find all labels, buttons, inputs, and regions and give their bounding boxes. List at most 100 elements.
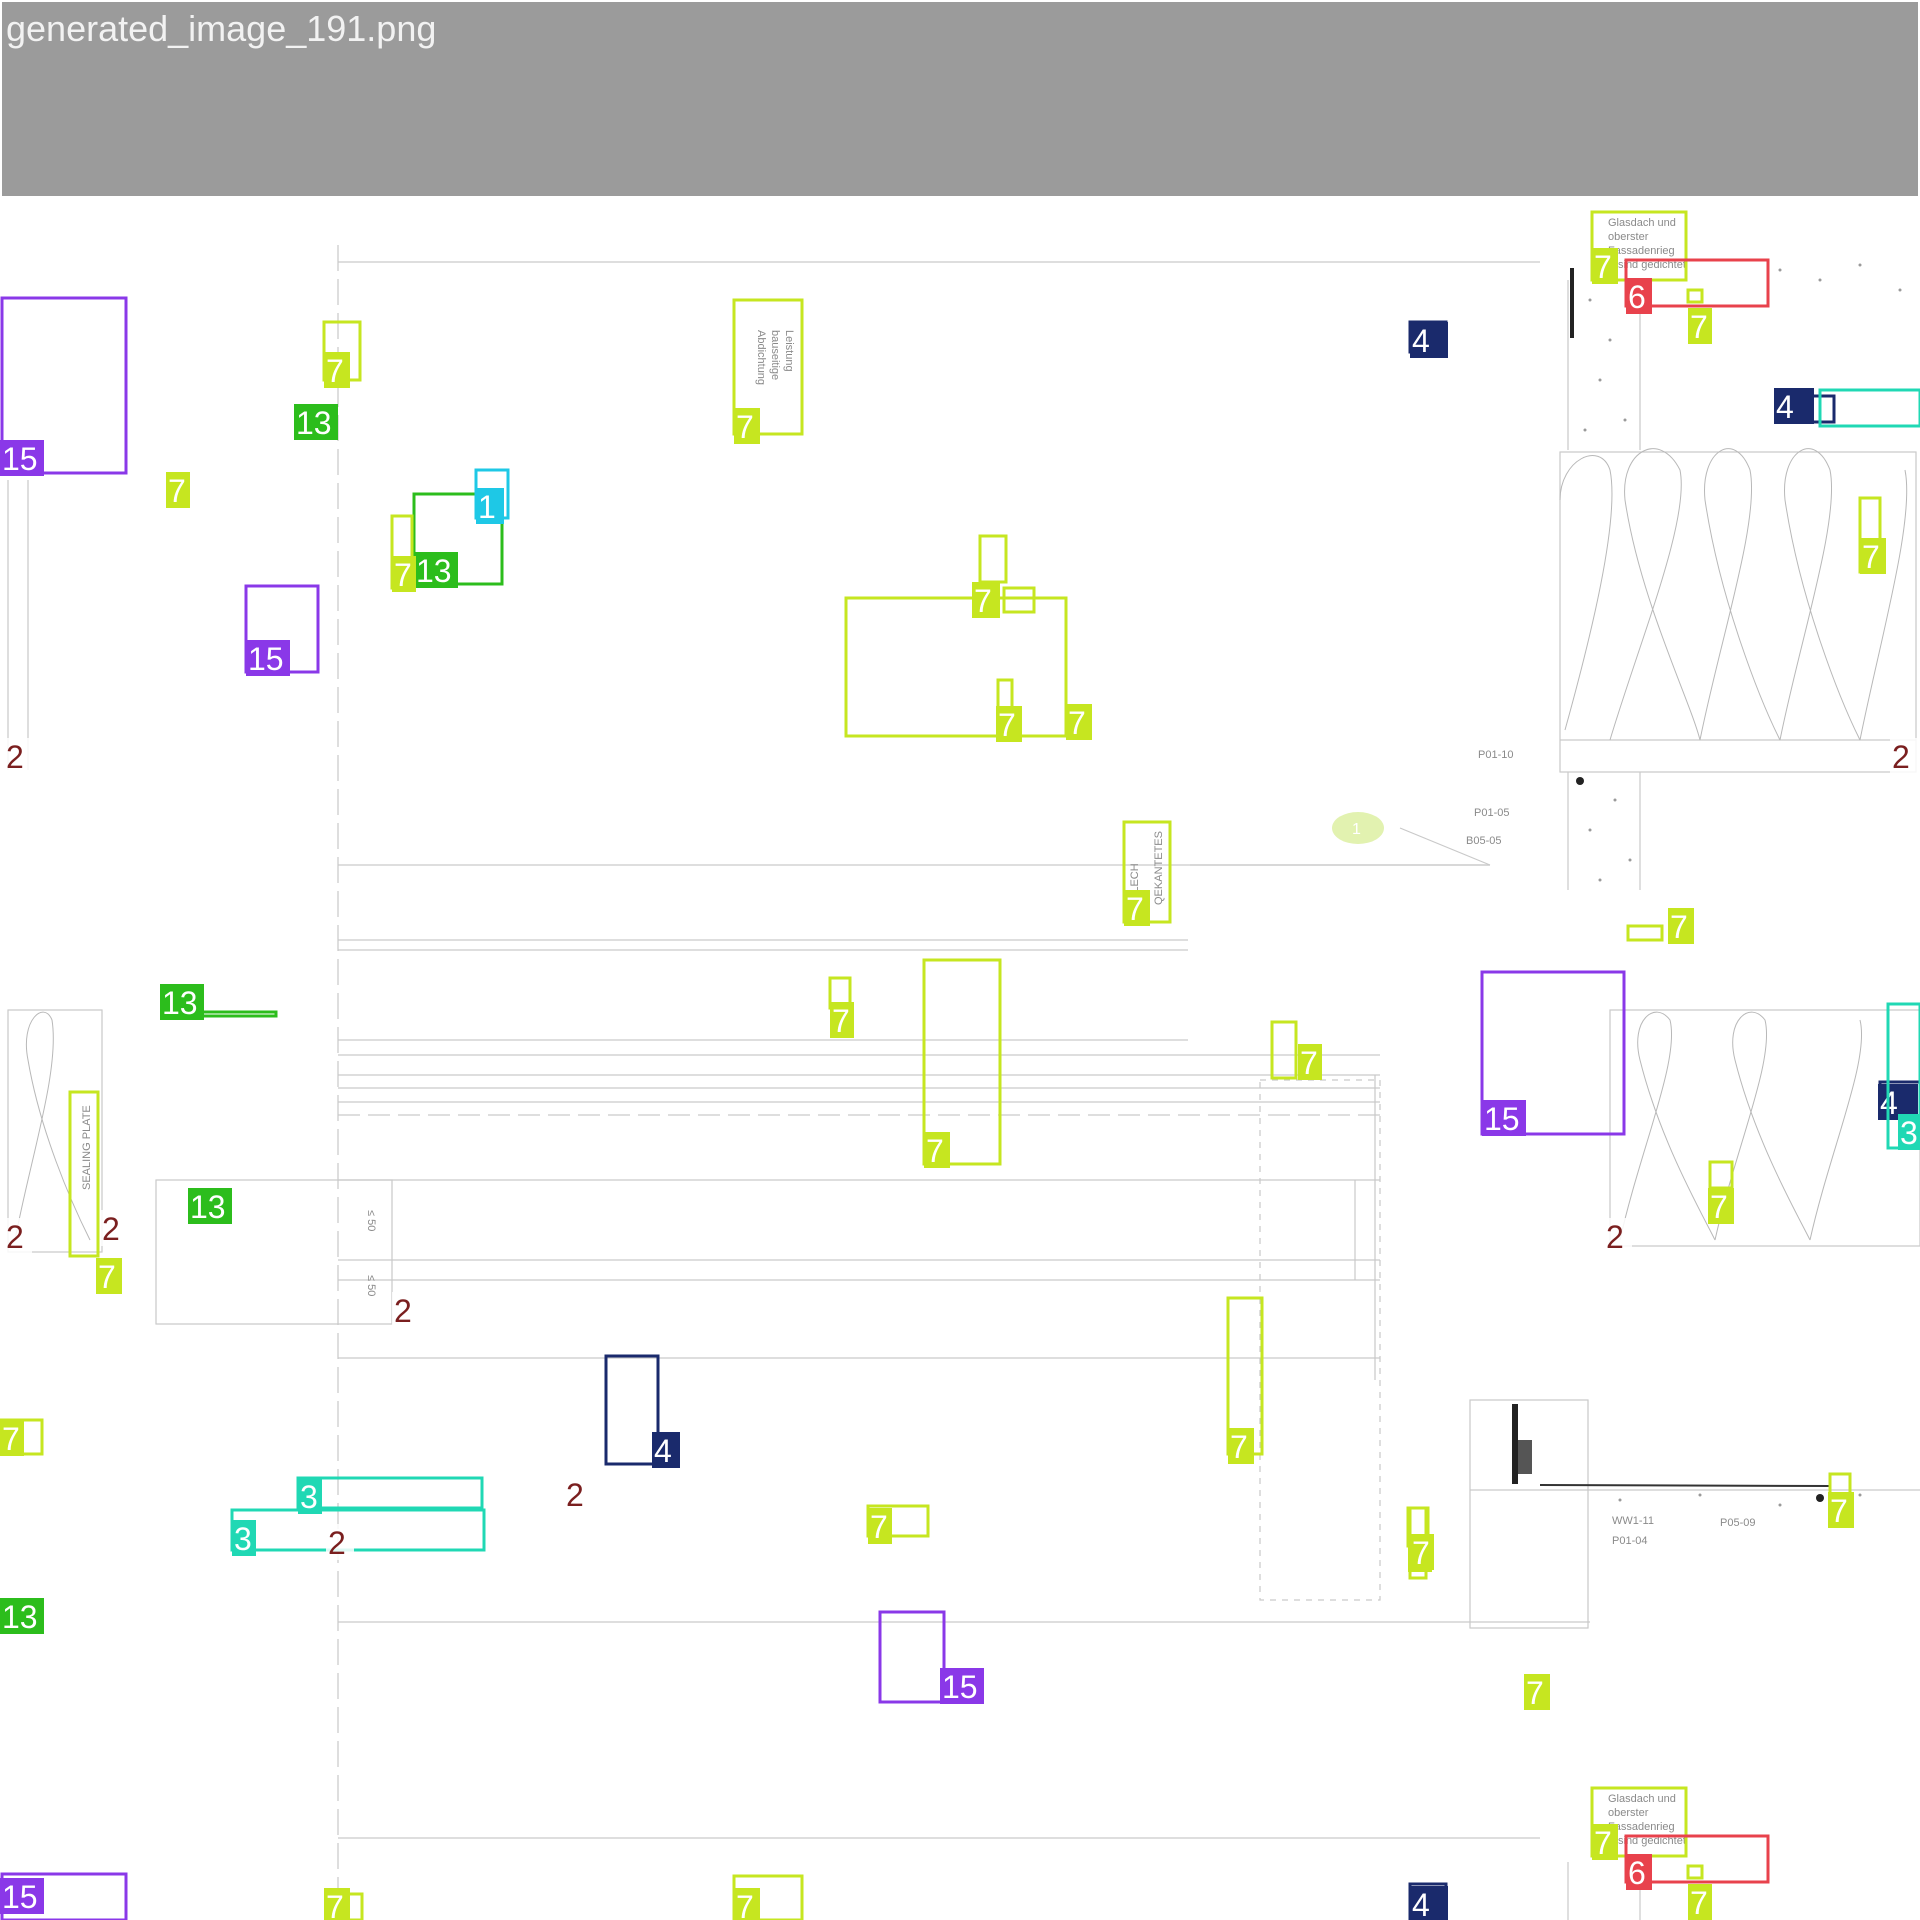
annotation-tag-background: [0, 1598, 44, 1634]
annotation-tag-background: [564, 1476, 592, 1512]
annotation-tag-label: 7: [926, 1133, 944, 1169]
annotation-box: [1270, 1020, 1298, 1080]
annotation-tag-background: [246, 640, 290, 676]
annotation-7-25: 7: [922, 958, 1002, 1169]
annotation-tag-label: 2: [566, 1477, 584, 1513]
annotation-tag-background: [1524, 1674, 1550, 1710]
annotation-box: [0, 296, 128, 475]
annotation-2-56: 2: [564, 1476, 592, 1513]
annotation-box: [230, 1508, 486, 1552]
annotation-tag-background: [298, 1478, 322, 1514]
detail-bubble-label: 1: [1352, 821, 1361, 838]
glass-roof-note-line-1: Glasdach und: [1608, 217, 1676, 229]
annotation-tag-label: 7: [1670, 909, 1688, 945]
dimension-lower: ≤ 50: [365, 1275, 377, 1296]
annotation-tag-background: [0, 1420, 24, 1456]
annotation-box: [1002, 586, 1036, 614]
annotation-tag-background: [96, 1258, 122, 1294]
annotation-tag-background: [1228, 1428, 1254, 1464]
annotation-tag-label: 7: [974, 583, 992, 619]
ref-b05-05: B05-05: [1466, 835, 1501, 847]
annotation-15-3: 15: [1480, 970, 1626, 1137]
annotation-tag-label: 7: [1710, 1189, 1728, 1225]
annotation-tag-label: 13: [162, 985, 198, 1021]
glass-roof-note-line-3: Fassadenrieg: [1608, 245, 1675, 257]
annotation-7-17: 7: [996, 678, 1022, 743]
file-name-label: generated_image_191.png: [6, 8, 437, 49]
annotation-box: [296, 1476, 484, 1510]
annotation-tag-label: 7: [1690, 1885, 1708, 1920]
detail-bubble: 1: [1332, 812, 1384, 844]
annotation-tag-label: 7: [1300, 1045, 1318, 1081]
annotation-box: [844, 596, 1068, 738]
annotation-tag-background: [1592, 1824, 1618, 1860]
annotation-box: [1686, 288, 1704, 304]
annotation-tag-background: [1860, 538, 1886, 574]
annotation-tag-background: [1482, 1100, 1526, 1136]
annotation-tag-background: [1410, 322, 1448, 358]
annotation-15-2: 15: [878, 1610, 984, 1705]
annotation-box: [198, 1010, 278, 1018]
annotation-2-57: 2: [326, 1524, 354, 1561]
ref-p01-05: P01-05: [1474, 807, 1509, 819]
annotation-13-8: 13: [188, 1188, 232, 1225]
annotation-1-10: 1: [474, 468, 510, 525]
annotation-7-23: 7: [1626, 908, 1694, 945]
annotation-tag-label: 2: [102, 1211, 120, 1247]
annotation-7-35: 7: [1524, 1674, 1550, 1711]
annotation-7-11: 7: [322, 320, 362, 389]
annotation-tag-label: 1: [478, 489, 496, 525]
annotation-tag-label: 2: [6, 739, 24, 775]
annotation-tag-background: [326, 1524, 354, 1560]
glass-roof-note-bottom-line-4: sind gedichtet: [1618, 1835, 1686, 1847]
annotation-tag-label: 15: [942, 1669, 978, 1705]
annotation-15-4: 15: [0, 1872, 128, 1920]
annotation-6-40: 6: [1624, 258, 1770, 315]
annotation-tag-label: 7: [1862, 539, 1880, 575]
annotation-tag-label: 2: [394, 1293, 412, 1329]
annotation-13-7: 13: [160, 984, 278, 1021]
annotation-tag-label: 7: [1594, 249, 1612, 285]
glass-roof-note-bottom-line-2: oberster: [1608, 1807, 1649, 1819]
annotation-tag-background: [734, 408, 760, 444]
annotation-4-42: 4: [1408, 320, 1448, 359]
glass-roof-note-bottom-line-3: Fassadenrieg: [1608, 1821, 1675, 1833]
annotation-tag-background: [4, 1218, 32, 1254]
annotation-box: [1708, 1160, 1734, 1190]
annotation-tag-label: 7: [736, 1889, 754, 1920]
annotation-tag-background: [1124, 890, 1150, 926]
annotation-tag-label: 7: [98, 1259, 116, 1295]
annotation-2-52: 2: [1890, 738, 1918, 775]
dimension-upper: ≤ 50: [365, 1210, 377, 1231]
annotation-tag-background: [1626, 1854, 1652, 1890]
concrete-hatching: [1583, 263, 1902, 1507]
annotation-tag-background: [1890, 738, 1918, 774]
annotation-2-58: 2: [1604, 1218, 1632, 1255]
file-header-bar: generated_image_191.png: [2, 2, 1918, 196]
annotation-7-18: [1002, 586, 1036, 614]
annotation-7-38: 7: [324, 1888, 364, 1920]
annotation-7-34: 7: [1408, 1506, 1434, 1580]
annotation-7-28: 7: [68, 1090, 122, 1295]
annotation-tag-label: 4: [1412, 1887, 1430, 1920]
annotation-tag-background: [1688, 308, 1712, 344]
annotation-3-47: [1818, 388, 1920, 428]
ref-p01-10: P01-10: [1478, 749, 1513, 761]
annotation-2-55: 2: [392, 1292, 420, 1329]
annotation-7-14: 7: [390, 514, 416, 593]
annotation-tag-label: 7: [1230, 1429, 1248, 1465]
annotation-tag-label: 7: [1594, 1825, 1612, 1861]
annotation-7-33: 7: [1828, 1472, 1854, 1529]
glass-roof-note-line-2: oberster: [1608, 231, 1649, 243]
annotation-tag-background: [294, 404, 338, 440]
annotation-tag-label: 15: [2, 441, 38, 477]
annotation-tag-label: 13: [416, 553, 452, 589]
annotation-tag-label: 13: [296, 405, 332, 441]
annotation-tag-background: [324, 1888, 350, 1920]
annotation-tag-background: [1626, 278, 1652, 314]
annotation-tag-background: [392, 556, 416, 592]
annotation-box: [604, 1354, 660, 1466]
annotation-13-9: 13: [0, 1598, 44, 1635]
annotation-2-53: 2: [4, 1218, 32, 1255]
